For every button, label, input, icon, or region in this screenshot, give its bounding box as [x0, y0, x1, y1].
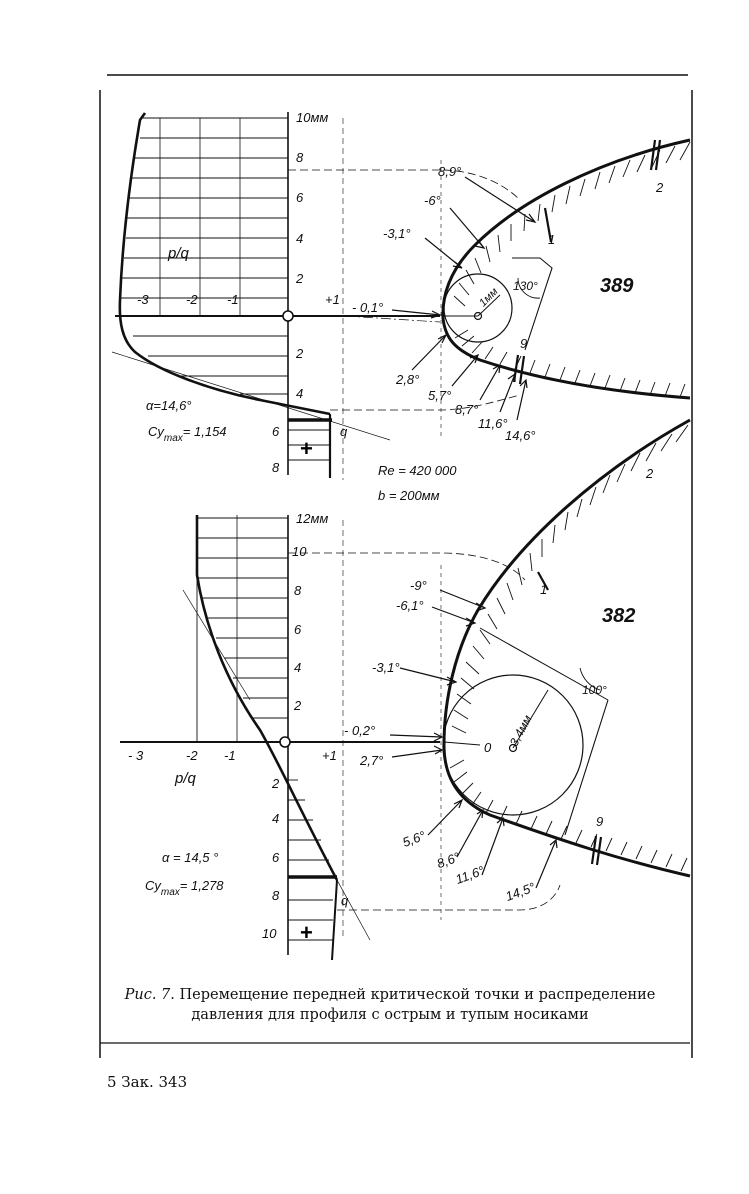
bottom-x-tick: -1	[224, 748, 236, 763]
top-reynolds: Re = 420 000	[378, 463, 457, 478]
top-origin-marker	[282, 310, 294, 322]
page-footer: 5 Зак. 343	[107, 1073, 188, 1091]
top-axis-name: p/q	[167, 245, 190, 262]
top-y-tick: 2	[295, 271, 304, 286]
top-y-tick: 8	[296, 150, 304, 165]
top-nose-radius: 1мм	[477, 285, 501, 309]
top-station-9: 9	[520, 336, 527, 351]
bottom-angle-label: 11,6°	[453, 863, 486, 887]
top-angle-label: 8,9°	[438, 164, 461, 179]
bottom-angle-label: 2,7°	[359, 753, 383, 768]
bottom-y-tick: 8	[272, 888, 280, 903]
top-angle-label: -6°	[424, 193, 441, 208]
bottom-origin-marker	[279, 736, 291, 748]
top-angle-label: -3,1°	[383, 226, 411, 241]
top-y-tick: 4	[296, 231, 303, 246]
bottom-x-tick: +1	[322, 748, 337, 763]
top-plus-sign: +	[300, 436, 313, 461]
top-y-tick: 6	[296, 190, 304, 205]
top-y-tick: 8	[272, 460, 280, 475]
bottom-y-tick: 2	[271, 776, 280, 791]
bottom-y-tick: 10	[292, 544, 307, 559]
top-nose-angle: 130°	[513, 279, 538, 293]
caption-text: Перемещение передней критической точки и…	[179, 987, 656, 1023]
top-x-tick: -3	[137, 292, 149, 307]
bottom-q-label: q	[341, 893, 349, 908]
bottom-y-tick: 10	[262, 926, 277, 941]
top-angle-label: 5,7°	[428, 388, 451, 403]
bottom-airfoil-382	[389, 418, 691, 889]
top-y-tick: 6	[272, 424, 280, 439]
bottom-y-tick: 6	[272, 850, 280, 865]
top-angle-label: 2,8°	[395, 372, 419, 387]
top-angle-label: - 0,1°	[352, 300, 383, 315]
top-x-tick: -1	[227, 292, 239, 307]
top-x-tick: -2	[186, 292, 198, 307]
bottom-y-tick: 4	[272, 811, 279, 826]
bottom-y-tick: 6	[294, 622, 302, 637]
bottom-profile-number: 382	[602, 605, 635, 627]
bottom-angle-label: 8,6°	[435, 849, 462, 871]
top-y-tick: 4	[296, 386, 303, 401]
bottom-plus-sign: +	[300, 920, 313, 945]
bottom-angle-label: -3,1°	[372, 660, 400, 675]
top-alpha: α=14,6°	[146, 398, 192, 413]
top-angle-label: 11,6°	[478, 416, 508, 431]
bottom-pressure-plot	[120, 515, 561, 961]
bottom-y-unit: 12мм	[296, 511, 328, 526]
figure-caption: Рис. 7. Перемещение передней критической…	[110, 985, 670, 1025]
bottom-angle-label: 14,5°	[503, 879, 537, 904]
top-y-tick: 2	[295, 346, 304, 361]
top-angle-label: 8,7°	[455, 402, 478, 417]
caption-label: Рис. 7.	[124, 987, 175, 1003]
bottom-axis-name: p/q	[174, 770, 197, 787]
top-station-1: 1	[548, 232, 555, 247]
bottom-nose-radius: 3,4мм	[507, 713, 535, 749]
bottom-nose-angle: 100°	[582, 683, 607, 697]
top-chord: b = 200мм	[378, 488, 440, 503]
bottom-x-tick: -2	[186, 748, 198, 763]
bottom-angle-label: -6,1°	[396, 598, 424, 613]
bottom-cy: Cymax= 1,278	[145, 878, 224, 898]
top-cy: Cymax= 1,154	[148, 424, 227, 444]
bottom-y-tick: 4	[294, 660, 301, 675]
bottom-y-tick: 8	[294, 583, 302, 598]
top-q-label: q	[340, 424, 348, 439]
bottom-station-1: 1	[540, 582, 547, 597]
top-profile-number: 389	[600, 275, 634, 297]
bottom-angle-label: -9°	[410, 578, 427, 593]
bottom-angle-label: - 0,2°	[344, 723, 375, 738]
bottom-center-label: 0	[484, 740, 492, 755]
bottom-angle-label: 5,6°	[400, 828, 427, 850]
bottom-alpha: α = 14,5 °	[162, 850, 218, 865]
top-x-tick: +1	[325, 292, 340, 307]
bottom-x-tick: - 3	[128, 748, 144, 763]
top-pressure-plot	[111, 112, 521, 480]
top-airfoil-389	[391, 138, 691, 421]
bottom-y-tick: 2	[293, 698, 302, 713]
bottom-station-2: 2	[645, 466, 654, 481]
top-station-2: 2	[655, 180, 664, 195]
top-y-unit: 10мм	[296, 110, 328, 125]
top-angle-label: 14,6°	[505, 428, 536, 443]
bottom-station-9: 9	[596, 814, 603, 829]
